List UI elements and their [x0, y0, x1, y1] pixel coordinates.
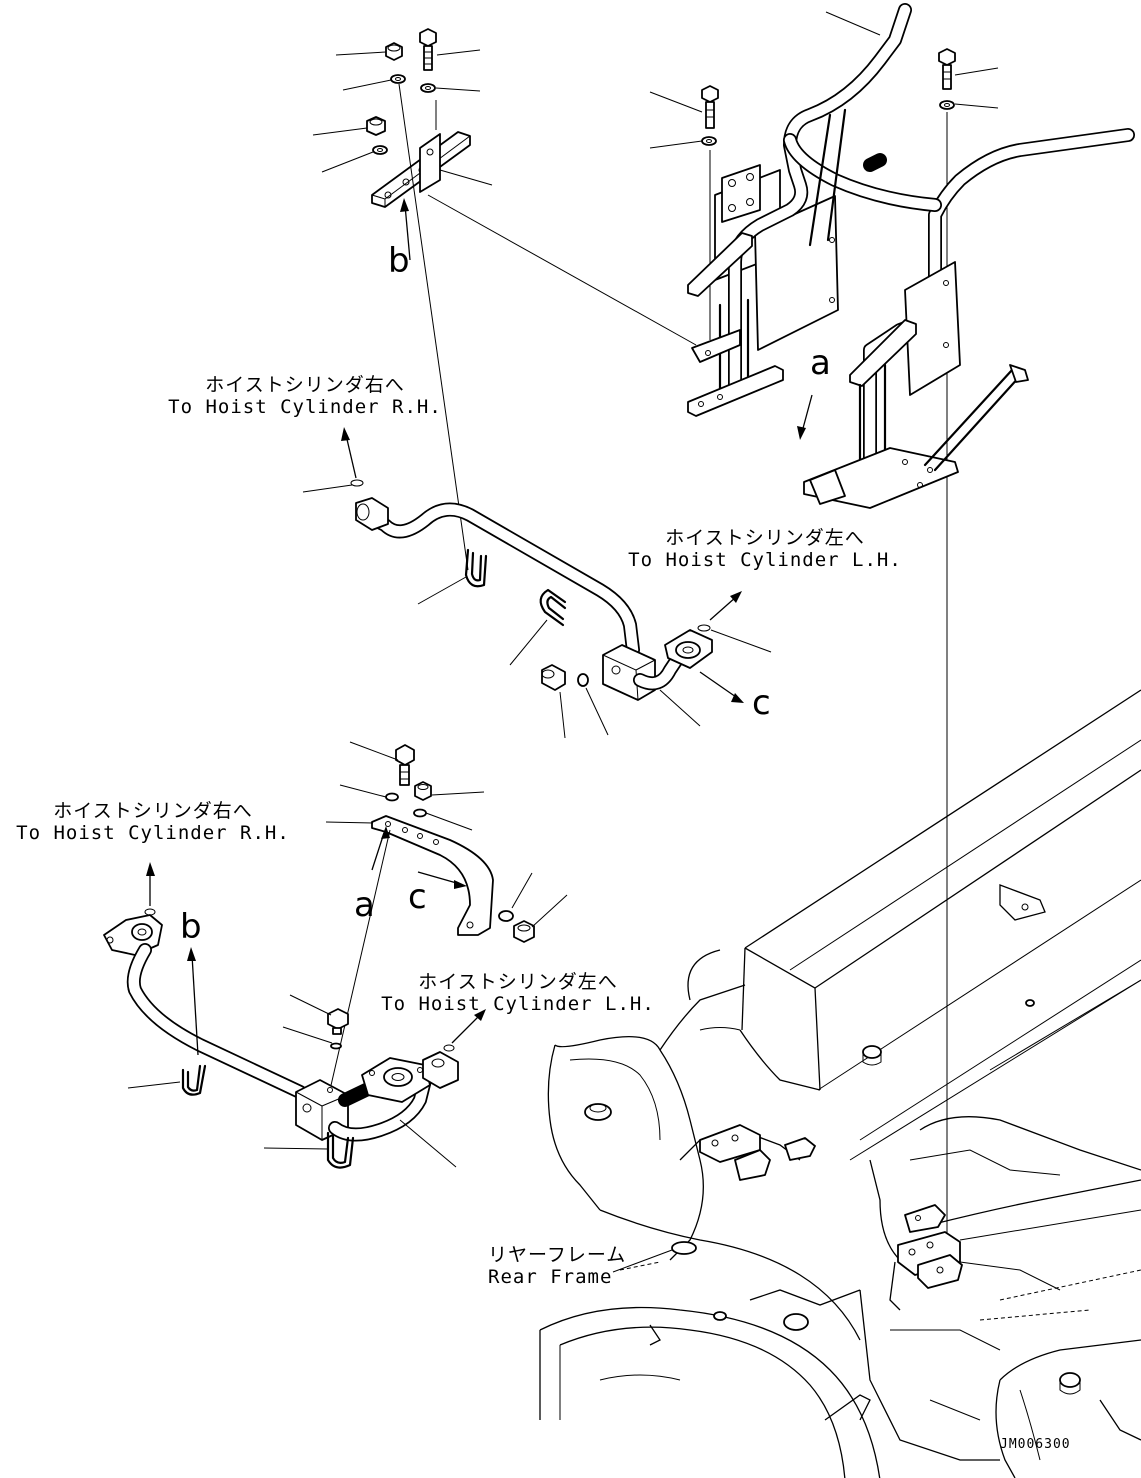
- ref-letter-c-top: c: [752, 683, 771, 723]
- bolt-part: [701, 85, 719, 129]
- manifold-block: [602, 644, 656, 701]
- middle-bracket-assembly: [322, 741, 568, 1121]
- bolt-part: [327, 1008, 349, 1035]
- pipe-fitting: [355, 497, 389, 531]
- u-clamp: [539, 588, 567, 627]
- nut-part: [414, 781, 432, 801]
- hoist-rh-bottom-en: To Hoist Cylinder R.H.: [16, 822, 290, 844]
- rear-frame-en: Rear Frame: [488, 1266, 613, 1288]
- hoist-lh-bottom-label: ホイストシリンダ左へ To Hoist Cylinder L.H.: [373, 971, 663, 1015]
- rear-frame: [539, 689, 1141, 1478]
- u-clamp: [464, 548, 488, 588]
- rear-frame-jp: リヤーフレーム: [488, 1244, 627, 1266]
- hoist-rh-top-en: To Hoist Cylinder R.H.: [168, 396, 442, 418]
- ref-letter-b-top: b: [388, 241, 410, 281]
- hoist-lh-bottom-en: To Hoist Cylinder L.H.: [381, 993, 655, 1015]
- ref-letter-b-bottom: b: [180, 907, 202, 947]
- bolt-part: [395, 744, 415, 786]
- u-clamp: [181, 1064, 207, 1096]
- nut-part: [366, 116, 386, 136]
- hoist-lh-top-en: To Hoist Cylinder L.H.: [628, 549, 902, 571]
- hoist-lh-top-jp: ホイストシリンダ左へ: [665, 527, 865, 549]
- u-clamp: [326, 1131, 355, 1169]
- hoist-rh-bottom-label: ホイストシリンダ右へ To Hoist Cylinder R.H.: [8, 800, 298, 844]
- washer-part: [372, 145, 388, 155]
- drawing-code: JM006300: [1000, 1437, 1071, 1452]
- nut-part: [513, 920, 535, 943]
- ref-letter-a-top: a: [810, 343, 831, 383]
- bracket-plate: [371, 131, 471, 208]
- washer-part: [390, 74, 406, 84]
- ref-letter-c-bottom: c: [408, 877, 427, 917]
- hoist-lh-top-label: ホイストシリンダ左へ To Hoist Cylinder L.H.: [620, 527, 910, 571]
- bottom-pipe-assembly: [103, 862, 486, 1169]
- ref-letter-a-bottom: a: [354, 885, 375, 925]
- hoist-lh-bottom-jp: ホイストシリンダ左へ: [418, 971, 618, 993]
- top-bracket-assembly: [312, 28, 697, 571]
- hoist-rh-top-jp: ホイストシリンダ右へ: [205, 374, 405, 396]
- hoist-rh-bottom-jp: ホイストシリンダ右へ: [53, 800, 253, 822]
- bolt-part: [938, 48, 956, 90]
- plug: [541, 664, 566, 691]
- rear-frame-label: リヤーフレーム Rear Frame: [488, 1244, 626, 1288]
- support-bracket: [371, 815, 494, 936]
- hoist-rh-top-label: ホイストシリンダ右へ To Hoist Cylinder R.H.: [160, 374, 450, 418]
- flange: [664, 629, 713, 669]
- pipe-fitting: [422, 1051, 459, 1089]
- handrail-mount-assembly: [649, 3, 1135, 1250]
- nut-part: [385, 42, 403, 61]
- flange: [361, 1057, 431, 1103]
- washer-part: [420, 83, 436, 93]
- bolt-part: [419, 28, 437, 71]
- top-pipe-assembly: [302, 427, 772, 739]
- flange: [103, 914, 163, 956]
